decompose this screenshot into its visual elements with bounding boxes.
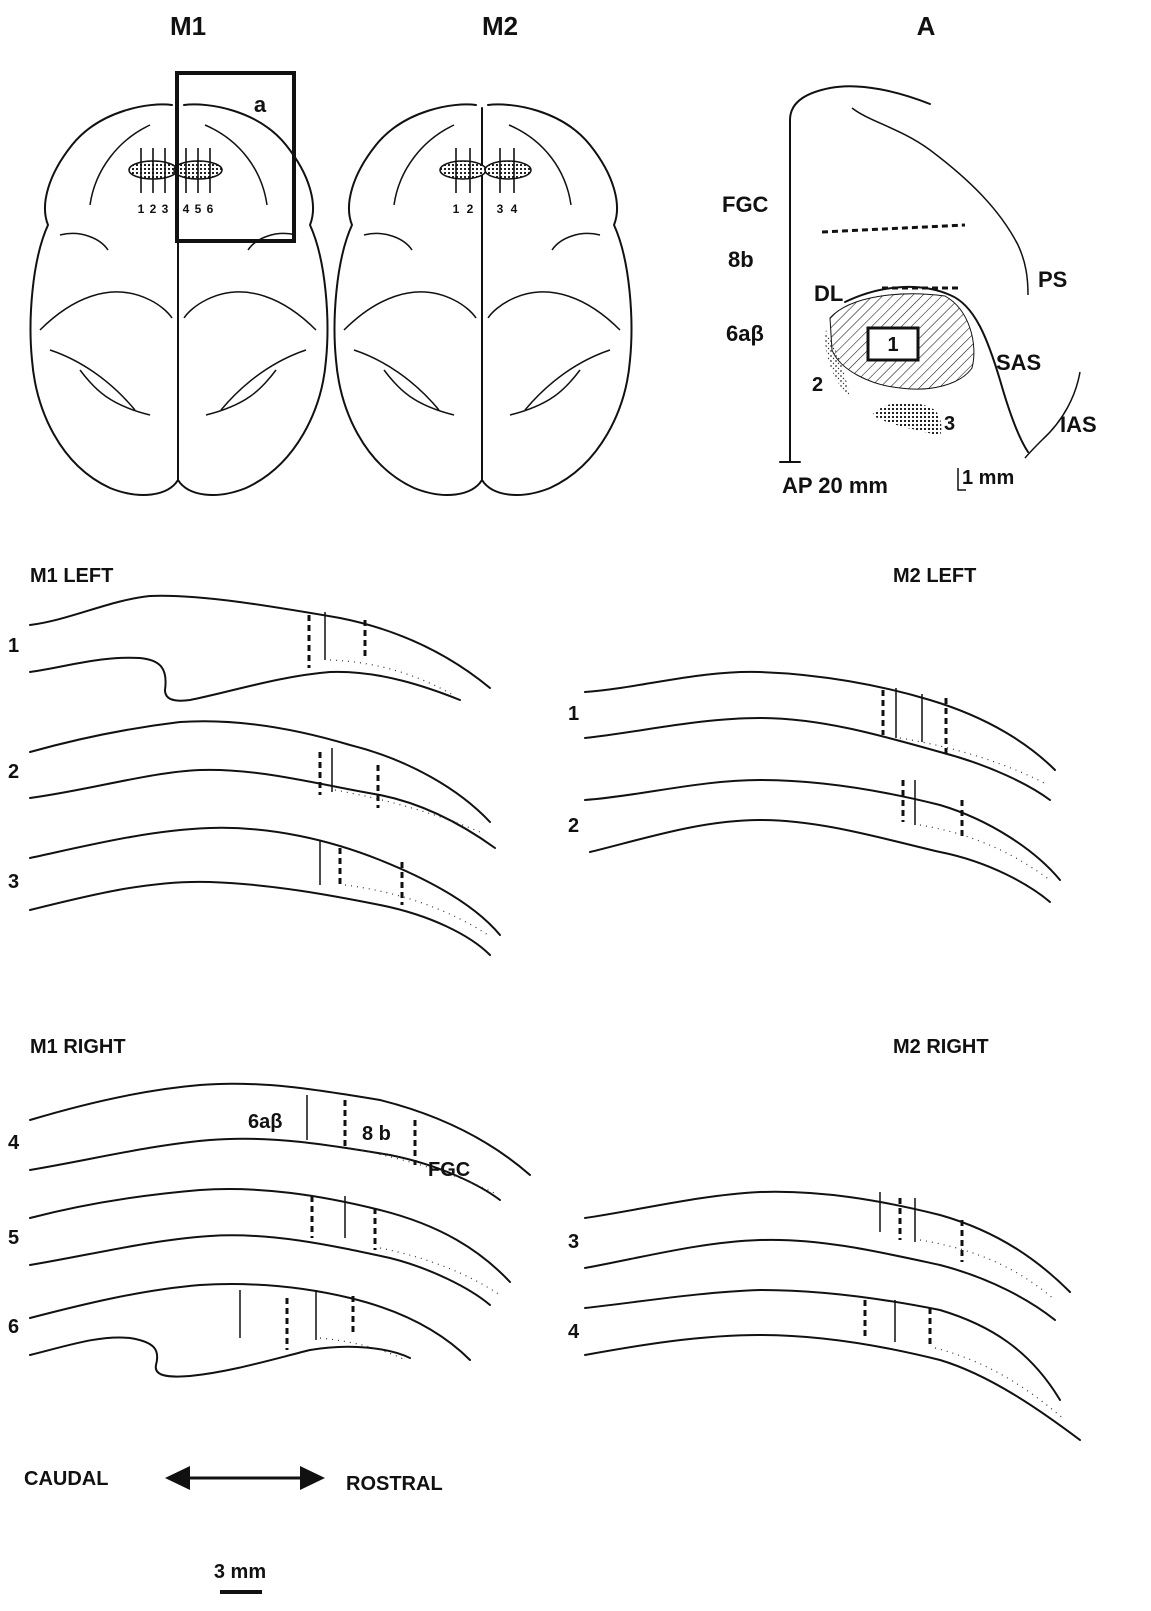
m1-right-area-fgc: FGC xyxy=(428,1159,470,1181)
m1-right-section-4 xyxy=(30,1084,530,1200)
m1-probe-label: 5 xyxy=(195,202,202,216)
m1-left-row-label: 2 xyxy=(8,761,19,783)
m1-right-section-5 xyxy=(30,1189,510,1305)
area-diagram xyxy=(780,86,1080,462)
m2-right-row-label: 3 xyxy=(568,1231,579,1253)
m1-left-section-1 xyxy=(30,596,490,701)
m1-probe-label: 6 xyxy=(207,202,214,216)
label-fgc: FGC xyxy=(722,192,769,217)
m2-brain-outline xyxy=(335,104,632,495)
m1-probe-label: 2 xyxy=(150,202,157,216)
m2-right-row-label: 4 xyxy=(568,1321,580,1343)
m1-right-title: M1 RIGHT xyxy=(30,1036,126,1058)
m2-probe-labels: 1 2 3 4 xyxy=(453,202,518,216)
label-dl: DL xyxy=(814,281,843,306)
m1-left-row-label: 3 xyxy=(8,871,19,893)
m1-probe-label: 1 xyxy=(138,202,145,216)
label-8b: 8b xyxy=(728,247,754,272)
m2-right-title: M2 RIGHT xyxy=(893,1036,989,1058)
m1-right-section-6 xyxy=(30,1284,470,1377)
region-2-label: 2 xyxy=(812,374,823,396)
m1-right-area-6ab: 6aβ xyxy=(248,1111,282,1133)
m1-left-row-label: 1 xyxy=(8,635,19,657)
m2-probe-label: 4 xyxy=(511,202,518,216)
m2-left-section-1 xyxy=(585,672,1055,800)
m1-probe-label: 4 xyxy=(183,202,190,216)
scale-bar-label: 3 mm xyxy=(214,1561,266,1583)
m2-right-section-3 xyxy=(585,1192,1070,1320)
m2-panel-title: M2 xyxy=(482,11,518,41)
area-scale-label: 1 mm xyxy=(962,467,1014,489)
region-3-label: 3 xyxy=(944,413,955,435)
m1-left-section-3 xyxy=(30,828,500,955)
caudal-label: CAUDAL xyxy=(24,1468,108,1490)
m2-left-section-2 xyxy=(585,780,1060,902)
region-1-label: 1 xyxy=(887,334,898,356)
m1-right-row-label: 6 xyxy=(8,1316,19,1338)
m2-probe-label: 3 xyxy=(497,202,504,216)
m1-panel-title: M1 xyxy=(170,11,206,41)
m2-left-row-label: 1 xyxy=(568,703,579,725)
m1-right-row-label: 5 xyxy=(8,1227,19,1249)
ap-label: AP 20 mm xyxy=(782,473,888,498)
m2-left-row-label: 2 xyxy=(568,815,579,837)
m2-injection-sites xyxy=(440,148,531,193)
a-panel-title: A xyxy=(917,11,936,41)
m1-right-row-label: 4 xyxy=(8,1132,20,1154)
m1-left-title: M1 LEFT xyxy=(30,565,113,587)
m2-probe-label: 1 xyxy=(453,202,460,216)
m1-probe-label: 3 xyxy=(162,202,169,216)
double-arrow xyxy=(165,1466,325,1490)
label-ias: IAS xyxy=(1060,412,1097,437)
m2-left-title: M2 LEFT xyxy=(893,565,976,587)
label-6ab: 6aβ xyxy=(726,321,764,346)
m2-probe-label: 2 xyxy=(467,202,474,216)
label-ps: PS xyxy=(1038,267,1067,292)
rostral-label: ROSTRAL xyxy=(346,1473,443,1495)
inset-label: a xyxy=(254,92,267,117)
m2-right-section-4 xyxy=(585,1290,1080,1440)
label-sas: SAS xyxy=(996,350,1041,375)
m1-right-area-8b: 8 b xyxy=(362,1123,391,1145)
